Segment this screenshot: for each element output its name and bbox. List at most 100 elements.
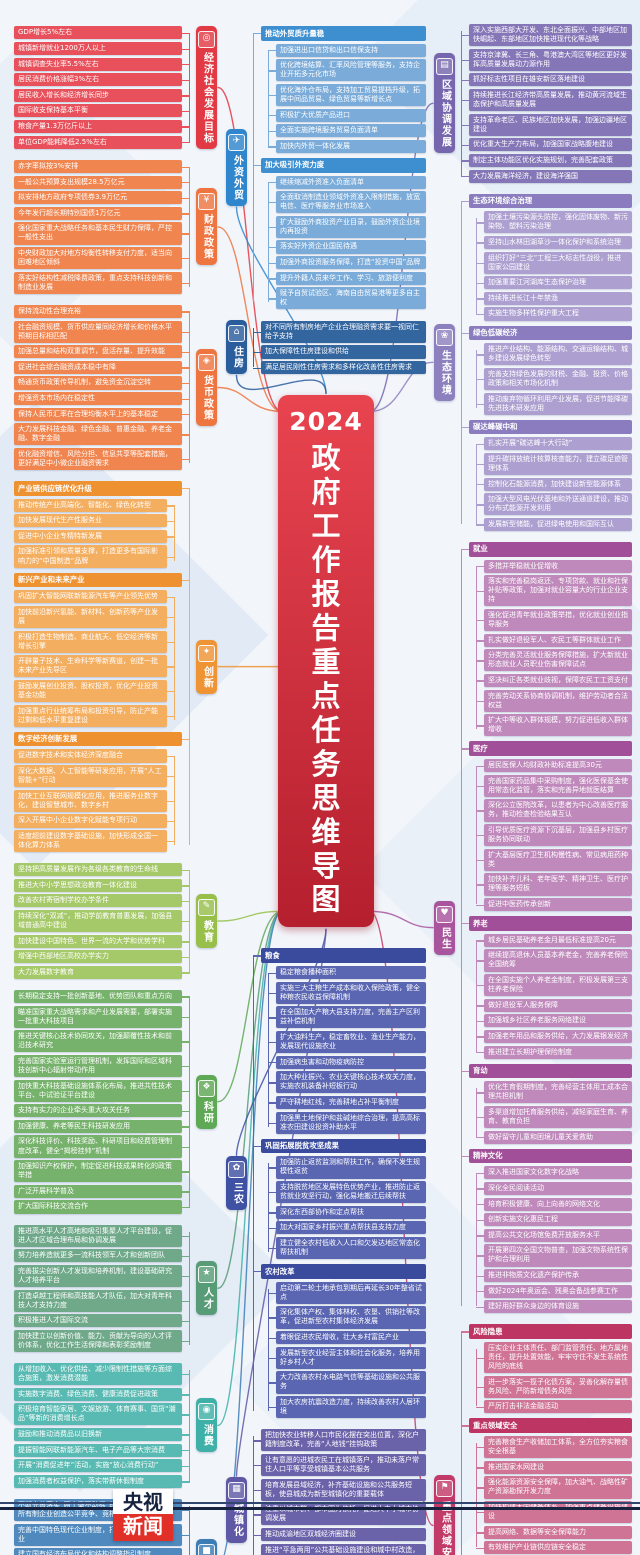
task-item: 促进数字技术和实体经济深度融合 [14, 749, 175, 763]
task-item: 完善国家实验室运行管理机制，发挥国际和区域科技创新中心辐射带动作用 [14, 1054, 190, 1078]
wheat-icon: ✿ [228, 1161, 245, 1179]
branch-key-security: ⚑重点领域安全风险隐患压实企业主体责任、部门监管责任、地方属地责任，提升处置效能… [434, 1324, 632, 1555]
branch-label: 区域协调发展 [439, 79, 451, 149]
title-char: 重 [311, 644, 341, 679]
center-column: ✈外资外贸推动外贸质升量稳加强进出口信贷和出口信保支持优化跨境结算、汇率风险管理… [226, 26, 426, 1555]
task-item: 有效维护产业链供应链安全稳定 [476, 1541, 632, 1555]
task-item: 发展新型储能，促进绿电使用和国际互认 [476, 517, 632, 531]
task-item: 居民医保人均财政补助标准提高30元 [476, 759, 632, 773]
task-item: 继续提高退休人员基本养老金，完善养老保险全国统筹 [476, 949, 632, 972]
group-header: 养老 [469, 916, 632, 931]
task-item: 提振智能网联新能源汽车、电子产品等大宗消费 [14, 1443, 190, 1457]
branch-fiscal-policy: 赤字率拟按3%安排一般公共预算支出规模28.5万亿元拟安排地方政府专项债券3.9… [14, 160, 217, 294]
task-item: 加强土壤污染源头防控，强化固体废物、新污染物、塑料污染治理 [476, 211, 632, 234]
branch-chip-regional-development: ▤ 区域协调发展 [434, 53, 455, 154]
branch-chip-talent: ★人才 [196, 1261, 217, 1316]
branch-label: 货币政策 [201, 375, 213, 421]
task-item: 适度超前建设数字基础设施，加快形成全国一体化算力体系 [14, 830, 175, 853]
task-item: 扩大中等收入群体规模，努力促进低收入群体增收 [476, 714, 632, 737]
task-item: 居民消费价格涨幅3%左右 [14, 73, 190, 87]
task-item: 多措并举稳就业促增收 [476, 559, 632, 573]
group-header: 生态环境综合治理 [469, 193, 632, 209]
branch-education: 坚持把高质量发展作为各级各类教育的生命线推进大中小学思想政治教育一体化建设改善农… [14, 863, 217, 979]
title-char: 务 [311, 746, 341, 781]
task-item: 积极培育智能家居、文娱旅游、体育赛事、国货“潮品”等新的消费增长点 [14, 1403, 190, 1426]
branch-wire [369, 910, 434, 929]
task-item: 加快内外贸一体化发展 [268, 139, 426, 153]
task-group: 农村改革启动第二轮土地承包到期后再延长30年整省试点深化集体产权、集体林权、农垦… [253, 1264, 426, 1419]
task-item: 深化集体产权、集体林权、农垦、供销社等改革，促进新型农村集体经济发展 [268, 1306, 426, 1329]
task-item: 全面取消制造业领域外资准入限制措施，放宽电信、医疗等服务业市场准入 [268, 191, 426, 214]
task-item: 落实好结构性减税降费政策，重点支持科技创新和制造业发展 [14, 271, 190, 294]
task-item: 优化融资增信、风险分担、信息共享等配套措施，更好满足中小微企业融资需求 [14, 447, 190, 471]
task-item: 发展新型农业经营主体和社会化服务，培养用好乡村人才 [268, 1346, 426, 1369]
group-header: 碳达峰碳中和 [469, 419, 632, 435]
task-item: 全面实施跨境服务贸易负面清单 [268, 124, 426, 138]
branch-economic-targets: GDP增长5%左右城镇新增就业1200万人以上城镇调查失业率5.5%左右居民消费… [14, 26, 217, 149]
task-item: 推进建立长期护理保险制度 [476, 1045, 632, 1059]
task-item: GDP增长5%左右 [14, 26, 190, 40]
group-header: 推动外贸质升量稳 [261, 26, 426, 41]
task-item: 改善农村寄宿制学校办学条件 [14, 894, 190, 908]
branch-wire [217, 226, 283, 413]
cargo-ship-icon: ✈ [228, 134, 245, 152]
task-item: 赋予自贸试验区、海南自由贸易港等更多自主权 [268, 287, 426, 310]
task-group: 育幼优化生育假期制度，完善经营主体用工成本合理共担机制多渠道增加托育服务供给，减… [461, 1063, 632, 1144]
task-item: 城乡居民基础养老金月最低标准提高20元 [476, 933, 632, 947]
task-item: 推进关键核心技术协同攻关，加强颠覆性技术和前沿技术研究 [14, 1030, 190, 1053]
task-item: 培育积极健康、向上向善的网络文化 [476, 1197, 632, 1211]
title-char: 图 [311, 882, 341, 917]
task-item: 广泛开展科学普及 [14, 1184, 190, 1198]
task-item: 加强知识产权保护，制定促进科技成果转化的政策举措 [14, 1160, 190, 1183]
task-item: 持续深化“双减”，推动学前教育普惠发展，加强县域普通高中建设 [14, 909, 190, 933]
task-item: 优化跨境结算、汇率风险管理等服务，支持企业开拓多元化市场 [268, 59, 426, 82]
task-item: 实施生物多样性保护重大工程 [476, 307, 632, 321]
task-item: 推进大中小学思想政治教育一体化建设 [14, 878, 190, 892]
branch-chip-foreign-trade: ✈外资外贸 [226, 129, 247, 207]
branch-urbanization: ▦城镇化把加快农业转移人口市民化摆在突出位置，深化户籍制度改革，完善“人地钱”挂… [226, 1429, 426, 1555]
task-item: 城镇调查失业率5.5%左右 [14, 57, 190, 71]
task-item: 完善支持绿色发展的财税、金融、投资、价格政策和相关市场化机制 [476, 367, 632, 390]
task-item: 大力改善农村水电路气信等基础设施和公共服务 [268, 1371, 426, 1394]
task-item: 实施三大主粮生产成本和收入保险政策，健全种粮农民收益保障机制 [268, 981, 426, 1004]
task-item: 加强老年用品和服务供给，大力发展银发经济 [476, 1029, 632, 1044]
task-item: 开辟量子技术、生命科学等新赛道，创建一批未来产业先导区 [14, 655, 175, 678]
branch-chip-innovation: ✦创新 [196, 639, 217, 694]
branch-consumption: 从增加收入、优化供给、减少限制性措施等方面综合施策，激发消费潜能实施数字消费、绿… [14, 1362, 217, 1488]
branch-label: 生态环境 [439, 349, 451, 396]
task-item: 加强防止返贫监测和帮扶工作，确保不发生规模性返贫 [268, 1156, 426, 1179]
task-item: 加快补齐儿科、老年医学、精神卫生、医疗护理等服务短板 [476, 873, 632, 896]
task-item: 加快构建大国储备体系，加强重点储备设施建设 [476, 1501, 632, 1524]
task-item: 严守耕地红线，完善耕地占补平衡制度 [268, 1095, 426, 1109]
task-item: 坚持把高质量发展作为各级各类教育的生命线 [14, 863, 190, 877]
map-grid-icon: ▤ [436, 58, 453, 76]
task-item: 加强重要江河湖库生态保护治理 [476, 276, 632, 290]
branch-chip-economic-targets: ◎经济社会发展目标 [196, 26, 217, 149]
task-item: 扎实做好退役军人、农民工等群体就业工作 [476, 633, 632, 647]
task-item: 长期稳定支持一批创新基地、优势团队和重点方向 [14, 989, 190, 1004]
task-item: 推动传统产业高端化、智能化、绿色化转型 [14, 498, 175, 512]
task-item: 扩大基层医疗卫生机构慢性病、常见病用药种类 [476, 848, 632, 871]
task-item: 大力发展科技金融、绿色金融、普惠金融、养老金融、数字金融 [14, 423, 190, 446]
task-item: 建好用好群众身边的体育设施 [476, 1300, 632, 1314]
city-icon: ▦ [228, 1482, 245, 1500]
task-item: 优化生育假期制度，完善经营主体用工成本合理共担机制 [476, 1081, 632, 1104]
group-header: 育幼 [469, 1063, 632, 1079]
task-item: 在全国实施个人养老金制度，积极发展第三支柱养老保险 [476, 974, 632, 997]
branch-chip-key-security: ⚑重点领域安全 [434, 1475, 455, 1555]
task-item: 加强大型风电光伏基地和外送通道建设，推动分布式能源开发利用 [476, 493, 632, 516]
task-item: 推进非物质文化遗产保护传承 [476, 1269, 632, 1283]
task-item: 粮食产量1.3万亿斤以上 [14, 119, 190, 134]
task-item: 畅通货币政策传导机制，避免资金沉淀空转 [14, 376, 190, 390]
task-item: 大力发展海洋经济，建设海洋强国 [461, 169, 632, 183]
title-char: 思 [311, 780, 341, 815]
task-group: 碳达峰碳中和扎实开展“碳达峰十大行动”提升碳排放统计核算核查能力，建立碳足迹管理… [461, 419, 632, 531]
branch-research: 长期稳定支持一批创新基地、优势团队和重点方向瞄准国家重大战略需求和产业发展需要，… [14, 989, 217, 1214]
task-group: 数字经济创新发展促进数字技术和实体经济深度融合深化大数据、人工智能等研发应用，开… [14, 731, 190, 853]
task-item: 扩大鼓励外商投资产业目录，鼓励外资企业境内再投资 [268, 215, 426, 238]
branch-label: 人才 [201, 1287, 213, 1311]
house-icon: ⌂ [228, 325, 245, 343]
task-item: 积极打造生物制造、商业航天、低空经济等新增长引擎 [14, 630, 175, 653]
lightbulb-icon: ✦ [198, 644, 215, 662]
task-item: 强化能源资源安全保障，加大油气、战略性矿产资源勘探开发力度 [476, 1476, 632, 1499]
